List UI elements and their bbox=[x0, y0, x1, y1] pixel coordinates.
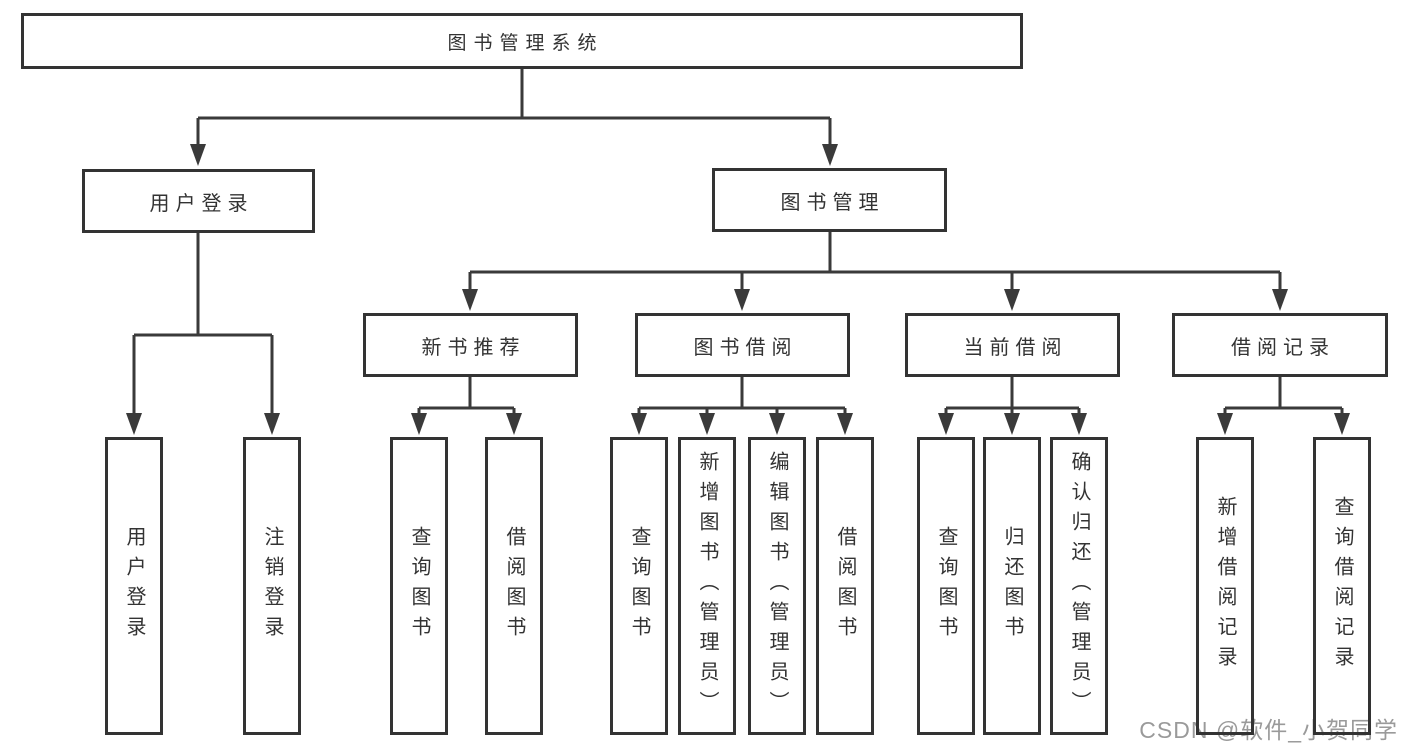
arrow-down bbox=[822, 144, 838, 166]
connector-root-to-level2 bbox=[196, 69, 832, 146]
leaf-return-books: 归还图书 bbox=[983, 437, 1041, 735]
connector-current-borrow-branch bbox=[944, 377, 1081, 416]
node-root: 图书管理系统 bbox=[21, 13, 1023, 69]
arrow-down bbox=[190, 144, 206, 166]
arrow-down bbox=[1071, 413, 1087, 435]
arrow-down bbox=[1272, 289, 1288, 311]
leaf-query-books: 查询图书 bbox=[917, 437, 975, 735]
connector-user-login-branch bbox=[132, 233, 274, 415]
arrow-down bbox=[506, 413, 522, 435]
leaf-borrow-books: 借阅图书 bbox=[816, 437, 874, 735]
node-borrow-record: 借阅记录 bbox=[1172, 313, 1388, 377]
node-book-mgmt-label: 图书管理 bbox=[780, 191, 885, 214]
arrow-down bbox=[769, 413, 785, 435]
leaf-query-books: 查询图书 bbox=[390, 437, 448, 735]
arrow-down bbox=[1004, 413, 1020, 435]
arrow-down bbox=[734, 289, 750, 311]
node-current-borrow-label: 当前借阅 bbox=[963, 336, 1068, 359]
node-new-books: 新书推荐 bbox=[363, 313, 578, 377]
arrow-down bbox=[126, 413, 142, 435]
leaf-confirm-return-admin: 确认归还（管理员） bbox=[1050, 437, 1108, 735]
leaf-borrow-books: 借阅图书 bbox=[485, 437, 543, 735]
node-user-login-label: 用户登录 bbox=[149, 192, 254, 215]
watermark: CSDN @软件_小贺同学 bbox=[1139, 717, 1398, 743]
node-borrow-record-label: 借阅记录 bbox=[1231, 336, 1335, 359]
arrow-down bbox=[411, 413, 427, 435]
leaf-logout: 注销登录 bbox=[243, 437, 301, 735]
leaf-user-login: 用户登录 bbox=[105, 437, 163, 735]
node-book-mgmt: 图书管理 bbox=[712, 168, 947, 232]
leaf-edit-books-admin: 编辑图书（管理员） bbox=[748, 437, 806, 735]
node-new-books-label: 新书推荐 bbox=[421, 336, 526, 359]
connector-book-borrow-branch bbox=[637, 377, 847, 416]
arrow-down bbox=[699, 413, 715, 435]
connector-new-books-branch bbox=[417, 377, 516, 416]
arrow-down bbox=[837, 413, 853, 435]
node-user-login: 用户登录 bbox=[82, 169, 315, 233]
node-current-borrow: 当前借阅 bbox=[905, 313, 1120, 377]
node-book-borrow-label: 图书借阅 bbox=[693, 336, 798, 359]
leaf-add-borrow-record: 新增借阅记录 bbox=[1196, 437, 1254, 735]
leaf-query-borrow-record: 查询借阅记录 bbox=[1313, 437, 1371, 735]
connector-book-mgmt-branch bbox=[468, 232, 1282, 291]
arrow-down bbox=[264, 413, 280, 435]
node-root-label: 图书管理系统 bbox=[447, 32, 604, 54]
arrow-down bbox=[1004, 289, 1020, 311]
arrow-down bbox=[462, 289, 478, 311]
arrow-down bbox=[938, 413, 954, 435]
leaf-add-books-admin: 新增图书（管理员） bbox=[678, 437, 736, 735]
leaf-query-books: 查询图书 bbox=[610, 437, 668, 735]
arrow-down bbox=[1334, 413, 1350, 435]
arrow-down bbox=[1217, 413, 1233, 435]
node-book-borrow: 图书借阅 bbox=[635, 313, 850, 377]
connector-borrow-record-branch bbox=[1223, 377, 1344, 416]
arrow-down bbox=[631, 413, 647, 435]
